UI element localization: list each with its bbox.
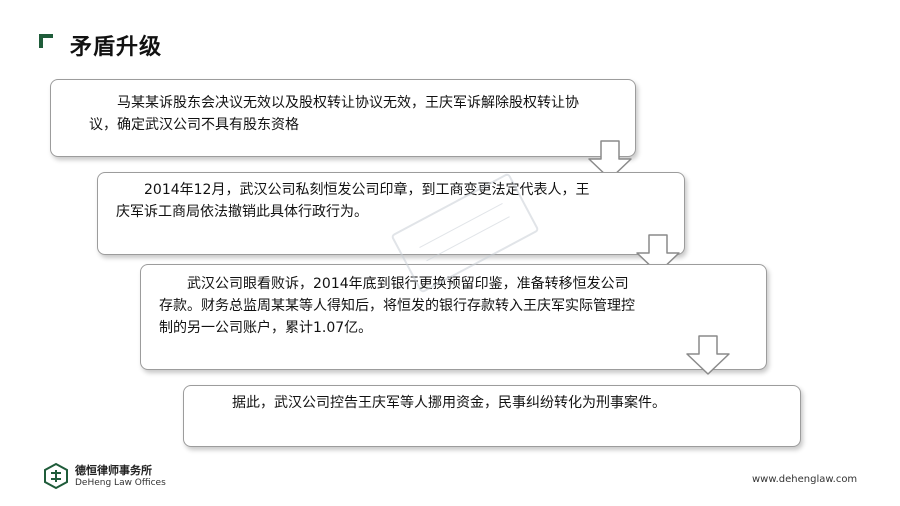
step-box-3: 武汉公司眼看败诉，2014年底到银行更换预留印鉴，准备转移恒发公司存款。财务总监… <box>140 264 767 370</box>
step-box-4: 据此，武汉公司控告王庆军等人挪用资金，民事纠纷转化为刑事案件。 <box>183 385 801 447</box>
step-3-text: 武汉公司眼看败诉，2014年底到银行更换预留印鉴，准备转移恒发公司存款。财务总监… <box>159 276 635 336</box>
page-title: 矛盾升级 <box>70 35 163 60</box>
logo-english-name: DeHeng Law Offices <box>75 477 166 488</box>
logo-chinese-name: 德恒律师事务所 <box>75 463 152 477</box>
footer-logo: 德恒律师事务所 DeHeng Law Offices <box>42 462 166 490</box>
step-4-text: 据此，武汉公司控告王庆军等人挪用资金，民事纠纷转化为刑事案件。 <box>232 395 666 411</box>
down-arrow-icon <box>686 335 730 375</box>
step-2-text: 2014年12月，武汉公司私刻恒发公司印章，到工商变更法定代表人，王庆军诉工商局… <box>116 182 590 220</box>
step-box-2: 2014年12月，武汉公司私刻恒发公司印章，到工商变更法定代表人，王庆军诉工商局… <box>97 172 685 255</box>
down-arrow-icon <box>588 140 632 180</box>
deheng-logo-icon <box>44 462 68 490</box>
step-box-1: 马某某诉股东会决议无效以及股权转让协议无效，王庆军诉解除股权转让协议，确定武汉公… <box>50 79 636 157</box>
down-arrow-icon <box>636 234 680 274</box>
website-url: www.dehenglaw.com <box>752 474 858 485</box>
step-1-text: 马某某诉股东会决议无效以及股权转让协议无效，王庆军诉解除股权转让协议，确定武汉公… <box>89 95 579 133</box>
corner-bracket-icon <box>39 34 53 48</box>
